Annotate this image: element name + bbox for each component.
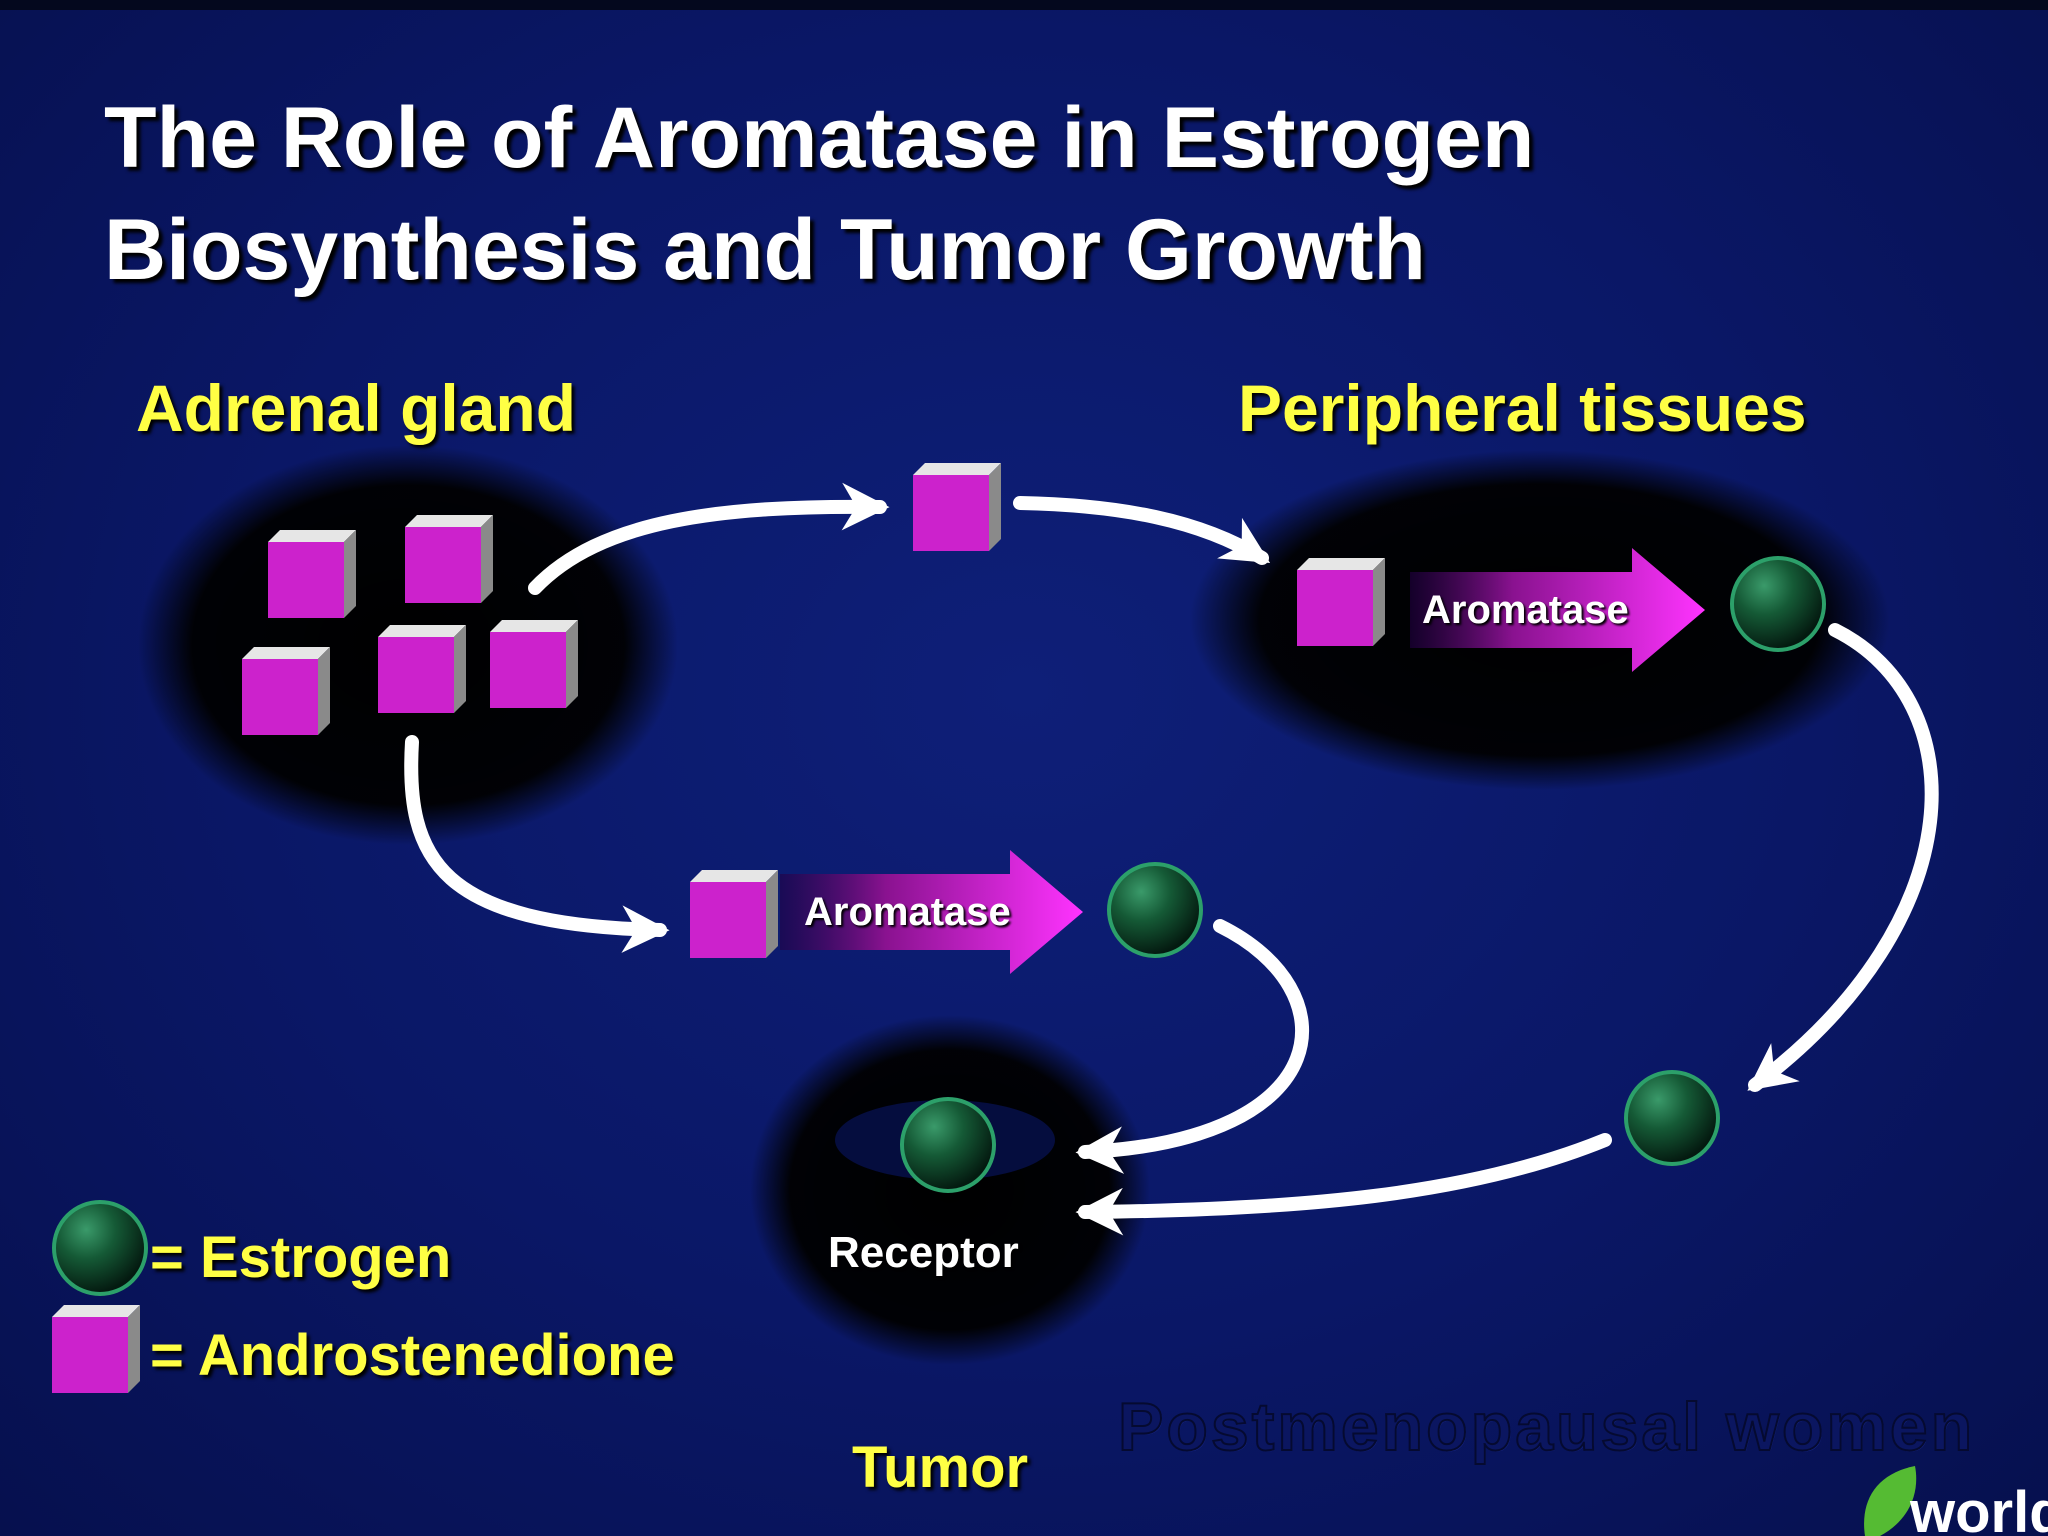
estrogen-sphere: [1730, 556, 1826, 652]
logo-text: world: [1909, 1480, 2048, 1536]
legend-androstenedione-label: = Androstenedione: [150, 1323, 675, 1388]
androstenedione-cube: [1297, 558, 1385, 646]
estrogen-sphere: [1624, 1070, 1720, 1166]
estrogen-sphere: [1107, 862, 1203, 958]
title-line-2: Biosynthesis and Tumor Growth: [104, 202, 1426, 298]
title-line-1: The Role of Aromatase in Estrogen: [104, 90, 1535, 186]
legend-estrogen-label: = Estrogen: [150, 1225, 452, 1290]
aromatase-label-lower: Aromatase: [804, 890, 1011, 934]
arrow-middle-to-peripheral: [1013, 496, 1271, 565]
androstenedione-cube: [690, 870, 778, 958]
androstenedione-cube: [242, 647, 330, 735]
peripheral-tissues-label: Peripheral tissues: [1238, 371, 1807, 445]
leaf-icon: [1864, 1466, 1917, 1536]
top-bar: [0, 0, 2048, 10]
tumor-label: Tumor: [852, 1435, 1029, 1500]
androstenedione-cube: [405, 515, 493, 603]
arrow-lower-estrogen-to-tumor: [1075, 1133, 1612, 1236]
estrogen-sphere: [900, 1097, 996, 1193]
slide-logo: world: [1864, 1466, 2048, 1536]
legend-estrogen-icon: [52, 1200, 148, 1296]
androstenedione-cube: [913, 463, 1001, 551]
watermark-postmenopausal-women: Postmenopausal women: [1117, 1388, 1976, 1466]
androstenedione-cube: [378, 625, 466, 713]
slide-title: The Role of Aromatase in Estrogen Biosyn…: [104, 82, 1534, 306]
arrow-estrogen-to-tumor: [1075, 919, 1309, 1174]
legend-androstenedione-icon: [52, 1305, 140, 1393]
androstenedione-cube: [268, 530, 356, 618]
aromatase-arrow-lower: [780, 850, 1083, 974]
arrow-peripheral-down: [1747, 623, 1939, 1092]
receptor-label: Receptor: [828, 1228, 1019, 1277]
aromatase-arrow-peripheral: [1410, 548, 1705, 672]
arrow-adrenal-to-middle: [528, 482, 890, 595]
aromatase-label-peripheral: Aromatase: [1422, 588, 1629, 632]
androstenedione-cube: [490, 620, 578, 708]
arrow-adrenal-down: [404, 735, 670, 953]
adrenal-gland-label: Adrenal gland: [136, 371, 577, 445]
